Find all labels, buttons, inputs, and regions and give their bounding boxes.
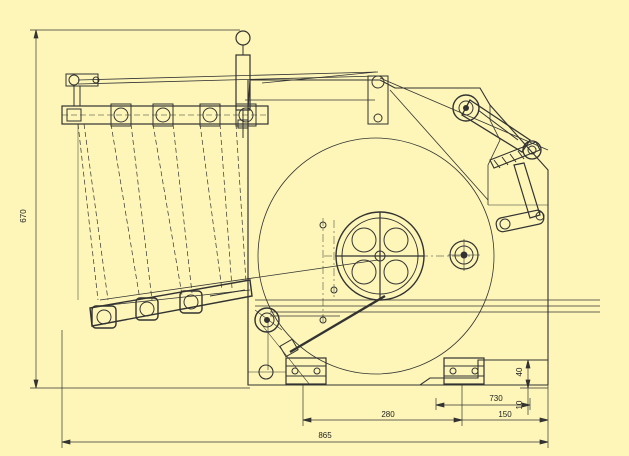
idler-pulley bbox=[448, 239, 480, 271]
pivot-roller-left bbox=[254, 307, 299, 358]
dimension-label-10: 10 bbox=[515, 400, 524, 409]
dimension-label-height: 670 bbox=[19, 209, 28, 223]
side-plate bbox=[247, 79, 549, 386]
web-path bbox=[77, 71, 600, 386]
dimension-label-150: 150 bbox=[498, 410, 512, 419]
dimension-label-40: 40 bbox=[515, 367, 524, 376]
dimension-lines bbox=[30, 29, 549, 448]
tension-column bbox=[235, 30, 251, 138]
lower-dancer-arm bbox=[89, 279, 253, 329]
base-foot-left bbox=[285, 357, 327, 385]
top-left-bracket bbox=[65, 73, 100, 106]
upper-roller-rail bbox=[61, 103, 269, 127]
upper-right-swing-arm bbox=[452, 94, 545, 233]
reel-outline bbox=[257, 137, 495, 375]
dimension-label-730: 730 bbox=[489, 394, 503, 403]
festoon-loops bbox=[77, 123, 247, 301]
base-foot-right bbox=[443, 357, 485, 385]
guide-roller-top bbox=[367, 75, 389, 125]
dimension-label-total-width: 865 bbox=[318, 431, 332, 440]
dimension-label-280: 280 bbox=[381, 410, 395, 419]
